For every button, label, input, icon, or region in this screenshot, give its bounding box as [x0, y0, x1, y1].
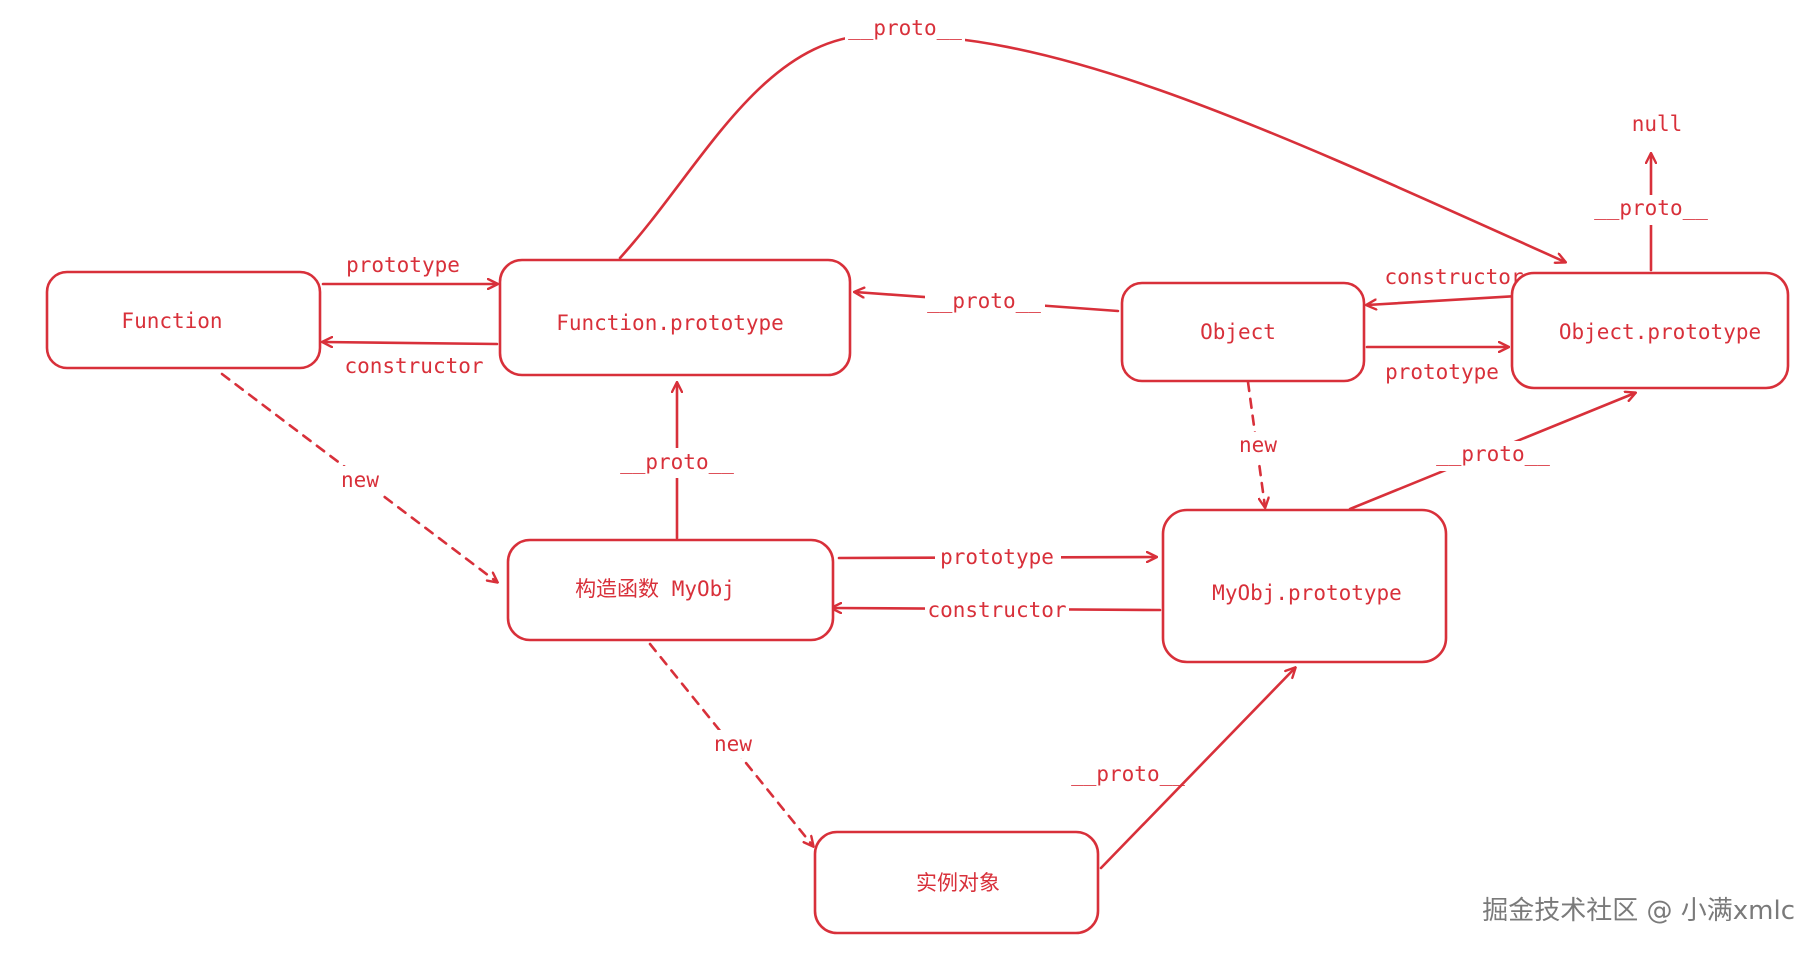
node-myobj-prototype-label: MyObj.prototype: [1212, 581, 1402, 605]
edge-labels: prototype constructor __proto__ __proto_…: [335, 14, 1712, 786]
label-object-prototype-to-object: constructor: [1384, 265, 1523, 289]
label-object-prototype-to-null: __proto__: [1594, 196, 1708, 220]
label-myobj-prototype-to-object-prototype: __proto__: [1436, 442, 1550, 466]
node-myobj: 构造函数 MyObj: [506, 538, 835, 642]
label-function-to-myobj: new: [341, 468, 379, 492]
edge-object-to-myobj-prototype: [1246, 380, 1265, 507]
node-myobj-label: 构造函数 MyObj: [575, 577, 735, 601]
label-object-to-object-prototype: prototype: [1385, 360, 1499, 384]
label-myobj-to-function-prototype: __proto__: [620, 450, 734, 474]
node-object: Object: [1120, 281, 1366, 383]
label-function-prototype-to-object-prototype: __proto__: [848, 16, 962, 40]
node-object-prototype-label: Object.prototype: [1559, 320, 1761, 344]
node-function: Function: [45, 270, 322, 370]
node-object-prototype: Object.prototype: [1510, 271, 1790, 390]
node-myobj-prototype: MyObj.prototype: [1161, 508, 1448, 664]
edge-instance-to-myobj-prototype: [1099, 668, 1295, 870]
label-function-to-function-prototype: prototype: [346, 253, 460, 277]
node-null-label: null: [1632, 112, 1683, 136]
label-object-to-myobj-prototype: new: [1239, 433, 1277, 457]
edge-function-prototype-to-object-prototype: [618, 33, 1565, 262]
node-function-prototype-label: Function.prototype: [556, 311, 784, 335]
label-object-to-function-prototype: __proto__: [927, 289, 1041, 313]
node-object-label: Object: [1200, 320, 1276, 344]
watermark: 掘金技术社区 @ 小满xmlc: [1482, 896, 1795, 926]
label-instance-to-myobj-prototype: __proto__: [1071, 762, 1185, 786]
label-function-prototype-to-function: constructor: [344, 354, 483, 378]
edge-object-prototype-to-object: [1367, 293, 1537, 305]
edge-myobj-to-instance: [648, 642, 813, 846]
edge-function-prototype-to-function: [323, 342, 499, 344]
node-function-label: Function: [121, 309, 222, 333]
node-instance: 实例对象: [813, 830, 1100, 935]
node-instance-label: 实例对象: [916, 871, 1000, 895]
label-myobj-prototype-to-myobj: constructor: [927, 598, 1066, 622]
label-myobj-to-myobj-prototype: prototype: [940, 545, 1054, 569]
node-function-prototype: Function.prototype: [498, 258, 852, 377]
label-myobj-to-instance: new: [714, 732, 752, 756]
